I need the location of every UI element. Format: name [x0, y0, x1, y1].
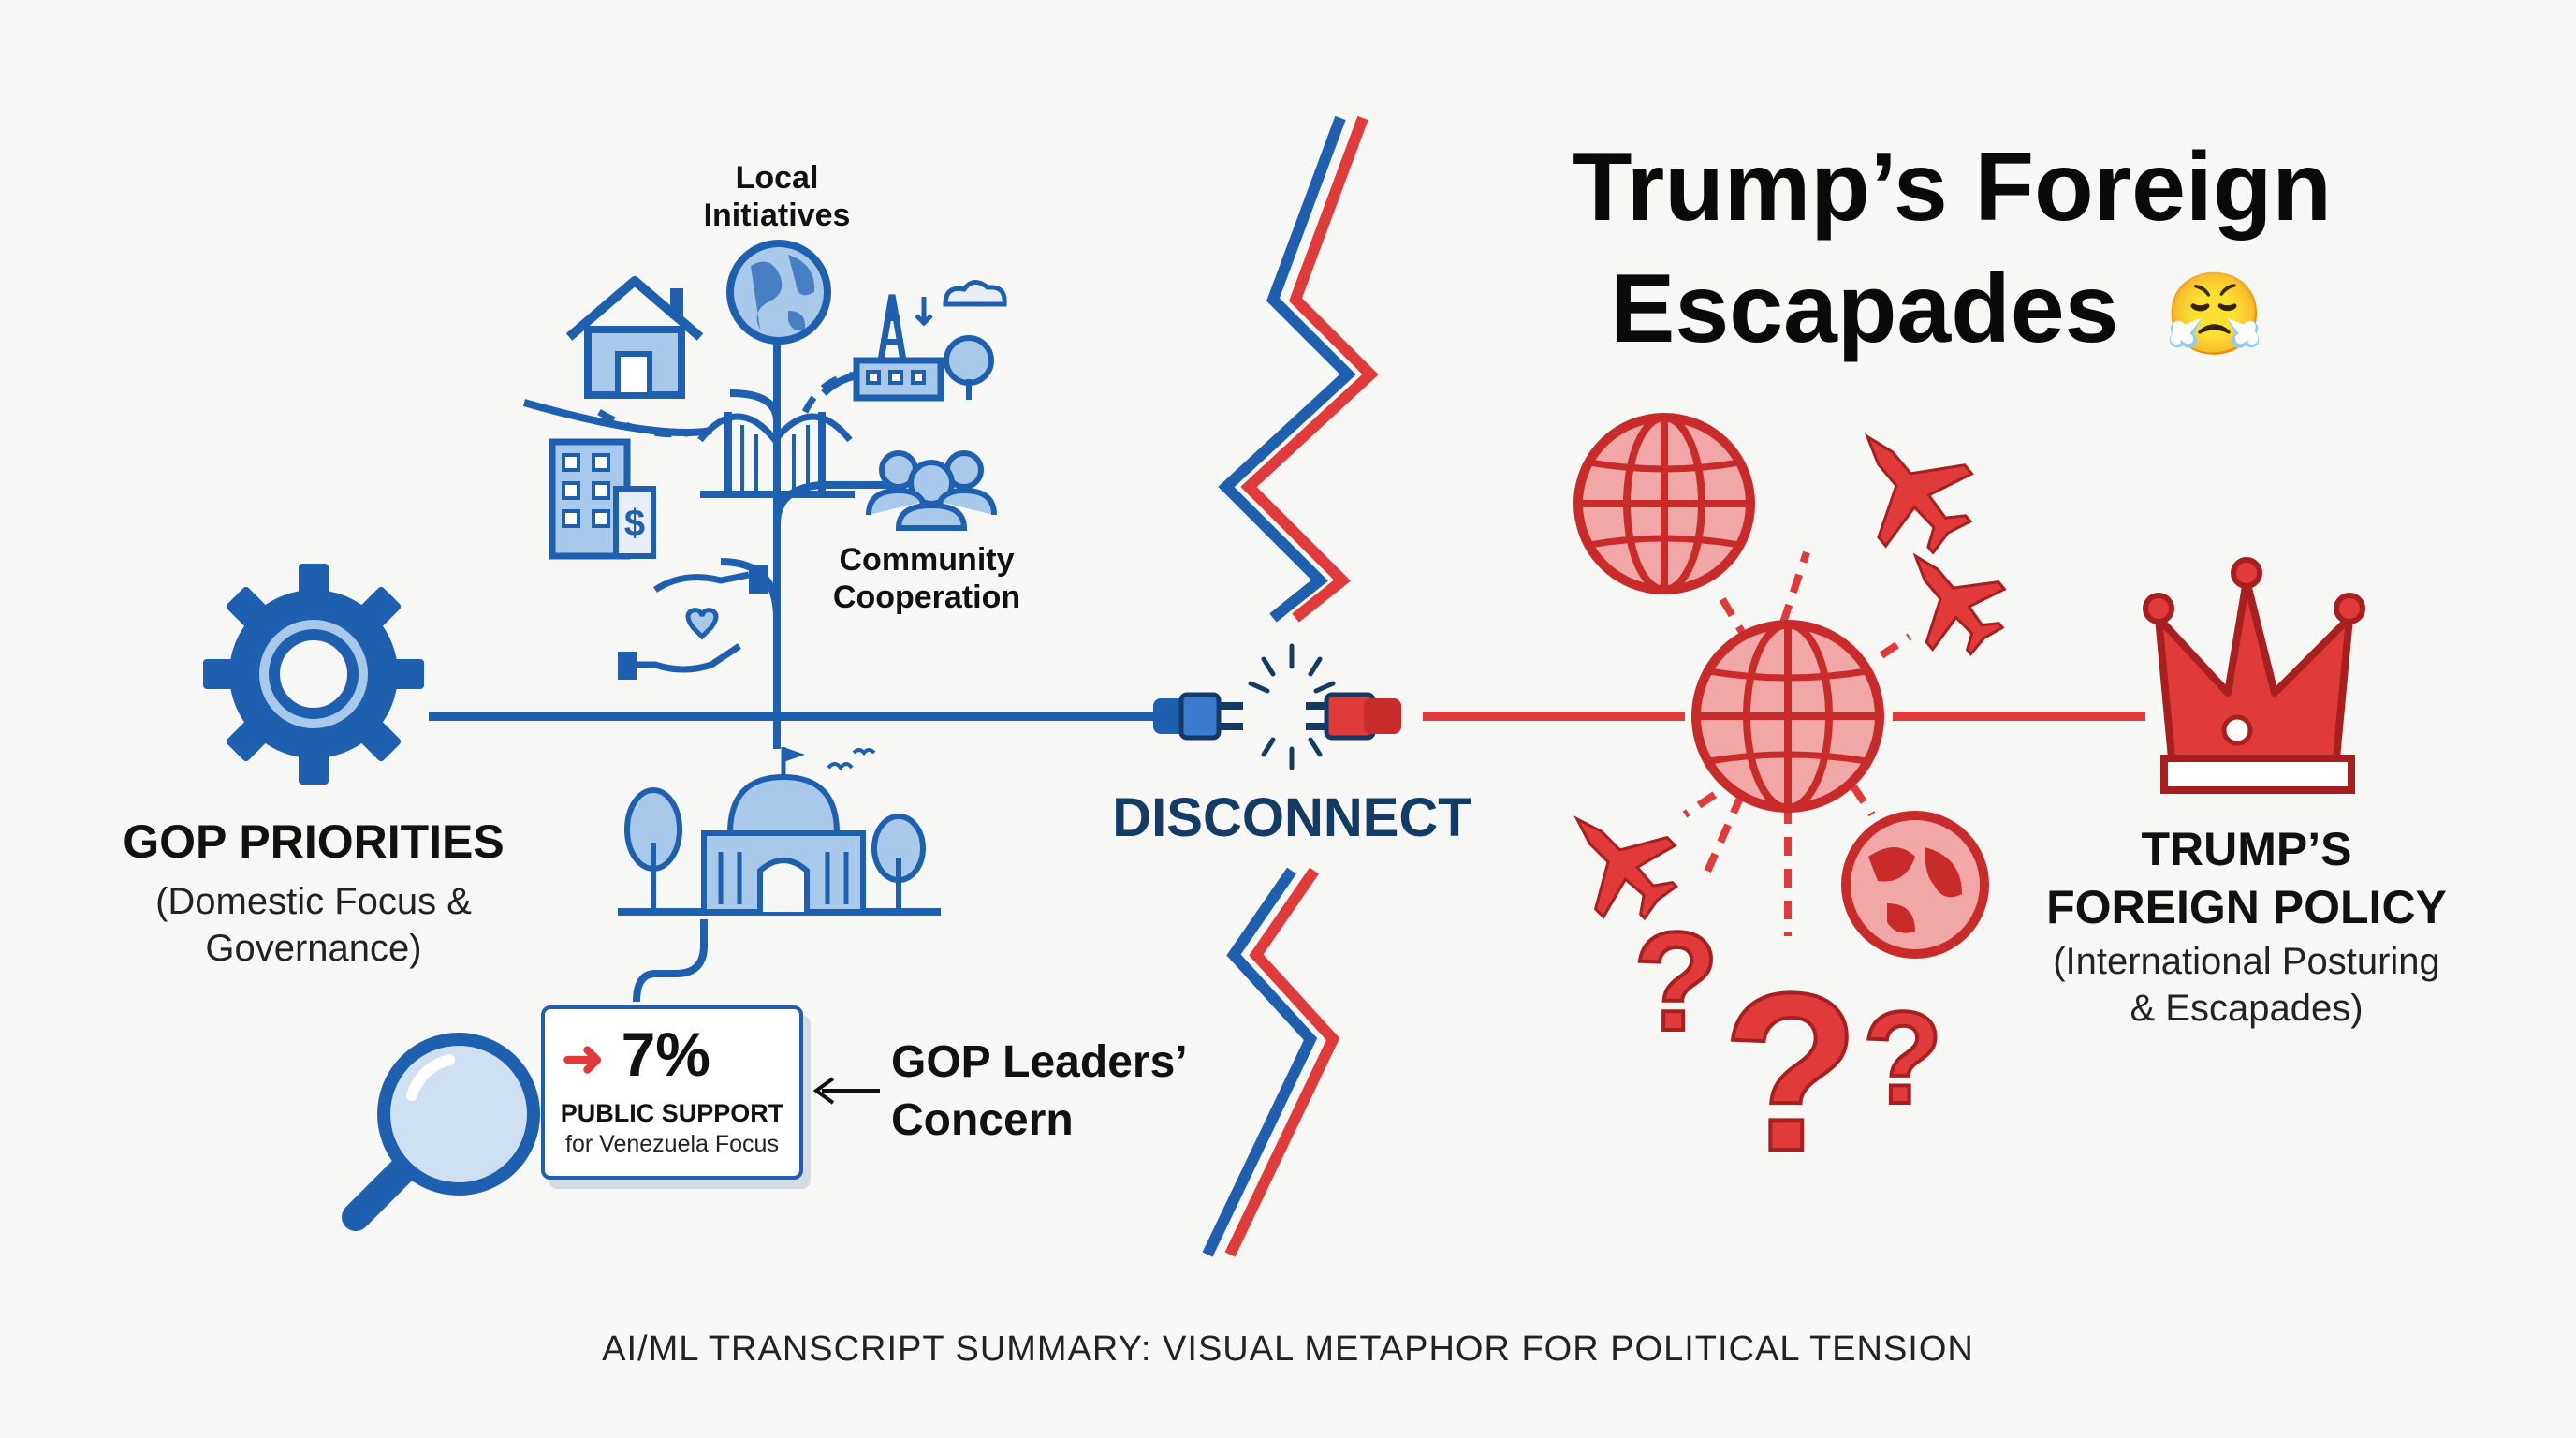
gop-concern-label: GOP Leaders’ Concern: [891, 1034, 1188, 1150]
gop-priorities-sub-line-2: Governance): [205, 928, 422, 969]
title-line-1: Trump’s Foreign: [1573, 133, 2332, 242]
community-cooperation-line-1: Community: [839, 542, 1015, 578]
crown-icon: [2143, 557, 2365, 794]
red-globe-icon: [1573, 413, 1755, 594]
local-initiatives-line-2: Initiatives: [703, 198, 851, 233]
red-network-spokes: [1682, 550, 1912, 936]
foreign-policy-sub-line-2: & Escapades): [2130, 988, 2364, 1029]
gop-concern-line-1: GOP Leaders’: [891, 1037, 1188, 1087]
angry-emoji-icon: 😤: [2164, 270, 2265, 360]
helping-hands-icon: [618, 565, 768, 680]
capitol-branch: [633, 716, 781, 1003]
svg-text:?: ?: [1722, 946, 1860, 1197]
title-line-2: Escapades 😤: [1610, 253, 2264, 371]
question-marks: ? ? ?: [1632, 901, 1945, 1199]
gop-priorities-subtitle: (Domestic Focus & Governance): [112, 878, 515, 972]
svg-text:?: ?: [1863, 984, 1943, 1131]
capitol-icon: [618, 747, 941, 916]
local-initiatives-line-1: Local: [735, 160, 819, 196]
foreign-policy-title: TRUMP’S FOREIGN POLICY: [2031, 820, 2462, 936]
callout-value-row: ➜ 7%: [562, 1019, 710, 1090]
concern-arrow-head: [812, 1077, 835, 1105]
local-initiatives-label: Local Initiatives: [693, 159, 861, 234]
community-cooperation-line-2: Cooperation: [832, 580, 1021, 615]
bridge-icon: [697, 412, 855, 498]
callout-value: 7%: [621, 1020, 710, 1089]
public-support-callout: ➜ 7% PUBLIC SUPPORT for Venezuela Focus: [541, 1005, 803, 1180]
disconnect-zigzag-top: [1218, 115, 1379, 623]
gop-priorities-sub-line-1: (Domestic Focus &: [155, 881, 472, 922]
center-red-globe-icon: [1691, 620, 1884, 813]
house-icon: [565, 276, 704, 399]
callout-label-1: PUBLIC SUPPORT: [560, 1099, 784, 1127]
disconnect-zigzag-bottom: [1202, 867, 1340, 1257]
svg-text:?: ?: [1633, 902, 1720, 1060]
gear-icon: [203, 564, 424, 785]
foreign-policy-subtitle: (International Posturing & Escapades): [2012, 938, 2481, 1032]
magnifier-icon: [342, 1033, 540, 1231]
earth-globe-icon: [1841, 811, 1989, 959]
foreign-policy-sub-line-1: (International Posturing: [2053, 941, 2440, 982]
footer-caption: AI/ML TRANSCRIPT SUMMARY: VISUAL METAPHO…: [602, 1329, 1974, 1369]
fighter-jet-icon: [1573, 433, 2007, 921]
red-arrow-icon: ➜: [562, 1031, 605, 1087]
community-cooperation-label: Community Cooperation: [824, 541, 1030, 616]
gop-priorities-title: GOP PRIORITIES: [123, 815, 505, 868]
callout-label-2: for Venezuela Focus: [565, 1131, 779, 1157]
disconnect-label: DISCONNECT: [1112, 787, 1471, 848]
industry-icon: [853, 280, 1007, 402]
people-icon: [866, 450, 997, 531]
foreign-policy-title-line-1: TRUMP’S: [2141, 823, 2352, 875]
svg-text:$: $: [624, 503, 645, 544]
title-line-2-text: Escapades: [1610, 255, 2119, 363]
blue-plug-icon: [1153, 692, 1243, 741]
spark-icon: [1248, 643, 1336, 770]
globe-icon: [726, 240, 831, 345]
office-building-icon: $: [549, 438, 656, 560]
red-plug-icon: [1306, 692, 1401, 741]
gop-concern-line-2: Concern: [891, 1095, 1074, 1145]
foreign-policy-title-line-2: FOREIGN POLICY: [2046, 881, 2447, 933]
